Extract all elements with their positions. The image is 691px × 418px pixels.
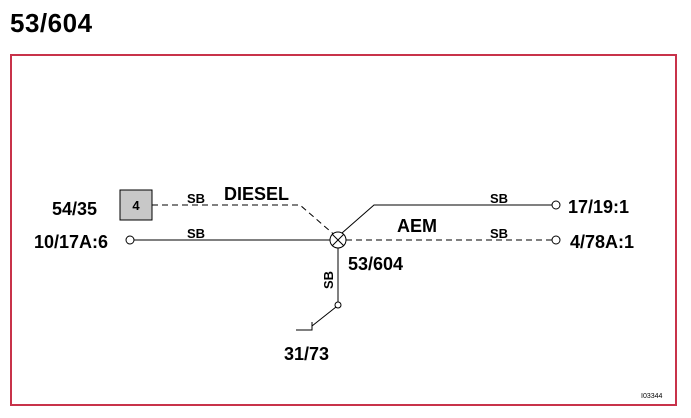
top-right-terminal-dot — [551, 200, 561, 210]
figure-id: I03344 — [641, 393, 663, 400]
down-wire-color: SB — [321, 271, 336, 289]
diesel-wire — [152, 204, 339, 239]
junction-icon — [329, 231, 347, 249]
page-title: 53/604 — [10, 8, 93, 38]
left-terminal-label: 10/17A:6 — [34, 232, 108, 252]
diagram-frame — [10, 54, 677, 406]
component-box — [119, 189, 153, 221]
box-ref-label: 54/35 — [52, 199, 97, 219]
top-right-terminal-label: 17/19:1 — [568, 197, 629, 217]
top-right-wire-color: SB — [490, 191, 508, 206]
component-box-label: 4 — [132, 198, 140, 213]
top-right-wire — [341, 204, 552, 234]
connector-label: 53/604 — [348, 254, 403, 274]
right-terminal-label: 4/78A:1 — [570, 232, 634, 252]
diesel-wire-color: SB — [187, 191, 205, 206]
right-wire-color: SB — [490, 226, 508, 241]
ground-terminal-label: 31/73 — [284, 344, 329, 364]
left-terminal-dot — [125, 235, 135, 245]
aem-label: AEM — [397, 216, 437, 236]
ground-symbol — [296, 306, 337, 331]
right-terminal-dot — [551, 235, 561, 245]
left-wire-color: SB — [187, 226, 205, 241]
ground-switch-dot — [334, 301, 342, 309]
diesel-label: DIESEL — [224, 184, 289, 204]
